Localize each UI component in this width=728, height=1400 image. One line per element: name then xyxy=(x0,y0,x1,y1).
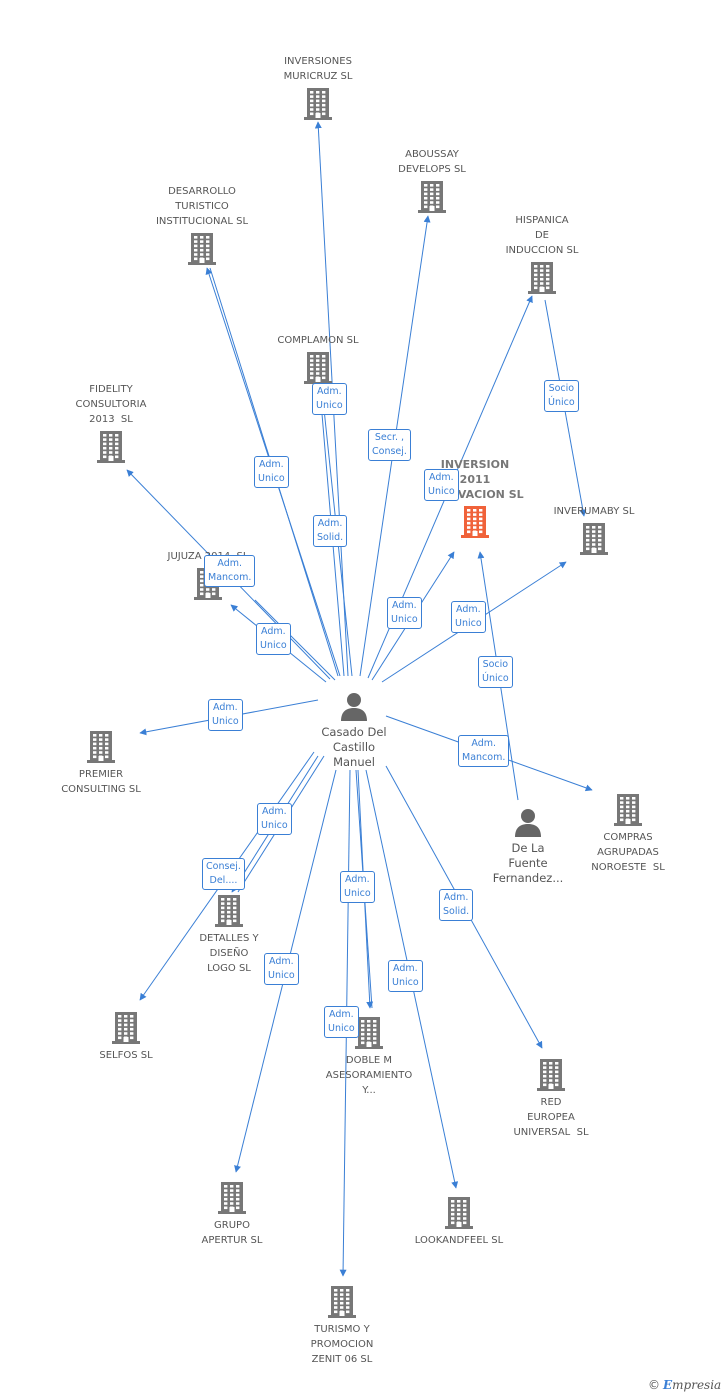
building-icon xyxy=(214,893,244,927)
building-icon xyxy=(217,1180,247,1214)
edge-label-casado-selfos[interactable]: Adm. Unico xyxy=(257,803,292,835)
node-aboussay[interactable]: ABOUSSAY DEVELOPS SL xyxy=(362,147,502,213)
building-icon xyxy=(303,86,333,120)
node-muricruz[interactable]: INVERSIONES MURICRUZ SL xyxy=(248,54,388,120)
building-icon xyxy=(354,1015,384,1049)
node-label: COMPRAS AGRUPADAS NOROESTE SL xyxy=(591,832,665,873)
node-lookandfeel[interactable]: LOOKANDFEEL SL xyxy=(389,1195,529,1248)
node-label: De La Fuente Fernandez... xyxy=(492,841,564,885)
node-label: DOBLE M ASESORAMIENTO Y... xyxy=(325,1055,413,1096)
edge-line-parallel-1 xyxy=(254,599,336,681)
node-label: ABOUSSAY DEVELOPS SL xyxy=(398,149,466,175)
node-label: GRUPO APERTUR SL xyxy=(201,1220,263,1246)
building-icon xyxy=(111,1010,141,1044)
node-label: TURISMO Y PROMOCION ZENIT 06 SL xyxy=(310,1324,374,1365)
node-label: RED EUROPEA UNIVERSAL SL xyxy=(513,1097,589,1138)
node-label: SELFOS SL xyxy=(99,1050,153,1061)
node-premier[interactable]: PREMIER CONSULTING SL xyxy=(31,729,171,797)
edge-label-casado-complamon[interactable]: Adm. Solid. xyxy=(313,515,348,547)
person-icon xyxy=(513,807,543,837)
building-icon xyxy=(327,1284,357,1318)
edge-label-hispanica-inverumaby[interactable]: Socio Único xyxy=(544,380,579,412)
building-icon xyxy=(96,429,126,463)
edge-label-casado-inverumaby[interactable]: Adm. Unico xyxy=(451,601,486,633)
node-fidelity[interactable]: FIDELITY CONSULTORIA 2013 SL xyxy=(41,382,181,463)
edge-label-casado-red[interactable]: Adm. Solid. xyxy=(439,889,474,921)
building-icon xyxy=(444,1195,474,1229)
edge-label-casado-hispanica[interactable]: Adm. Unico xyxy=(424,469,459,501)
copyright-symbol: © xyxy=(648,1378,660,1392)
node-desarrollo[interactable]: DESARROLLO TURISTICO INSTITUCIONAL SL xyxy=(132,184,272,265)
edge-label-casado-grupo[interactable]: Adm. Unico xyxy=(264,953,299,985)
edge-label-casado-detalles[interactable]: Consej. Del.... xyxy=(202,858,245,890)
node-label: FIDELITY CONSULTORIA 2013 SL xyxy=(75,384,147,425)
building-icon xyxy=(613,792,643,826)
node-detalles[interactable]: DETALLES Y DISEÑO LOGO SL xyxy=(159,893,299,976)
building-icon xyxy=(86,729,116,763)
building-icon xyxy=(527,260,557,294)
edge-label-casado-desarrollo[interactable]: Adm. Unico xyxy=(254,456,289,488)
edge-label-delafuente-inversion2011[interactable]: Socio Único xyxy=(478,656,513,688)
node-compras[interactable]: COMPRAS AGRUPADAS NOROESTE SL xyxy=(558,792,698,875)
building-icon xyxy=(187,231,217,265)
node-hispanica[interactable]: HISPANICA DE INDUCCION SL xyxy=(472,213,612,294)
node-selfos[interactable]: SELFOS SL xyxy=(56,1010,196,1063)
node-inverumaby[interactable]: INVERUMABY SL xyxy=(524,504,664,555)
node-casado[interactable]: Casado Del Castillo Manuel xyxy=(284,691,424,770)
node-turismo[interactable]: TURISMO Y PROMOCION ZENIT 06 SL xyxy=(272,1284,412,1367)
edge-label-casado-fidelity[interactable]: Adm. Mancom. xyxy=(204,555,256,587)
edge-label-casado-compras[interactable]: Adm. Mancom. xyxy=(458,735,510,767)
brand-initial: E xyxy=(663,1378,673,1392)
node-complamon[interactable]: COMPLAMON SL xyxy=(248,333,388,384)
footer-brand: ©Empresia xyxy=(648,1378,721,1392)
node-label: LOOKANDFEEL SL xyxy=(414,1235,504,1246)
edge-label-casado-turismo[interactable]: Adm. Unico xyxy=(324,1006,359,1038)
node-doblem[interactable]: DOBLE M ASESORAMIENTO Y... xyxy=(299,1015,439,1098)
node-grupo[interactable]: GRUPO APERTUR SL xyxy=(162,1180,302,1248)
node-label: PREMIER CONSULTING SL xyxy=(61,769,141,795)
edge-label-casado-premier[interactable]: Adm. Unico xyxy=(208,699,243,731)
person-icon xyxy=(339,691,369,721)
building-icon xyxy=(303,350,333,384)
building-icon xyxy=(579,521,609,555)
edge-label-casado-jujuza[interactable]: Adm. Unico xyxy=(256,623,291,655)
building-icon xyxy=(536,1057,566,1091)
edge-label-casado-inversion2011[interactable]: Adm. Unico xyxy=(387,597,422,629)
edge-label-casado-doblem[interactable]: Adm. Unico xyxy=(340,871,375,903)
node-label: HISPANICA DE INDUCCION SL xyxy=(505,215,579,256)
node-label: DETALLES Y DISEÑO LOGO SL xyxy=(199,933,259,974)
node-label: COMPLAMON SL xyxy=(277,335,359,346)
edge-label-casado-muricruz[interactable]: Adm. Unico xyxy=(312,383,347,415)
building-icon xyxy=(460,504,490,538)
node-label: DESARROLLO TURISTICO INSTITUCIONAL SL xyxy=(155,186,249,227)
building-icon xyxy=(417,179,447,213)
node-label: INVERSIONES MURICRUZ SL xyxy=(283,56,353,82)
node-label: Casado Del Castillo Manuel xyxy=(321,725,387,769)
edge-label-casado-lookandfeel[interactable]: Adm. Unico xyxy=(388,960,423,992)
node-red[interactable]: RED EUROPEA UNIVERSAL SL xyxy=(481,1057,621,1140)
node-delafuente[interactable]: De La Fuente Fernandez... xyxy=(458,807,598,886)
brand-name: mpresia xyxy=(672,1378,722,1392)
edge-label-casado-aboussay[interactable]: Secr. , Consej. xyxy=(368,429,411,461)
node-label: INVERUMABY SL xyxy=(553,506,635,517)
